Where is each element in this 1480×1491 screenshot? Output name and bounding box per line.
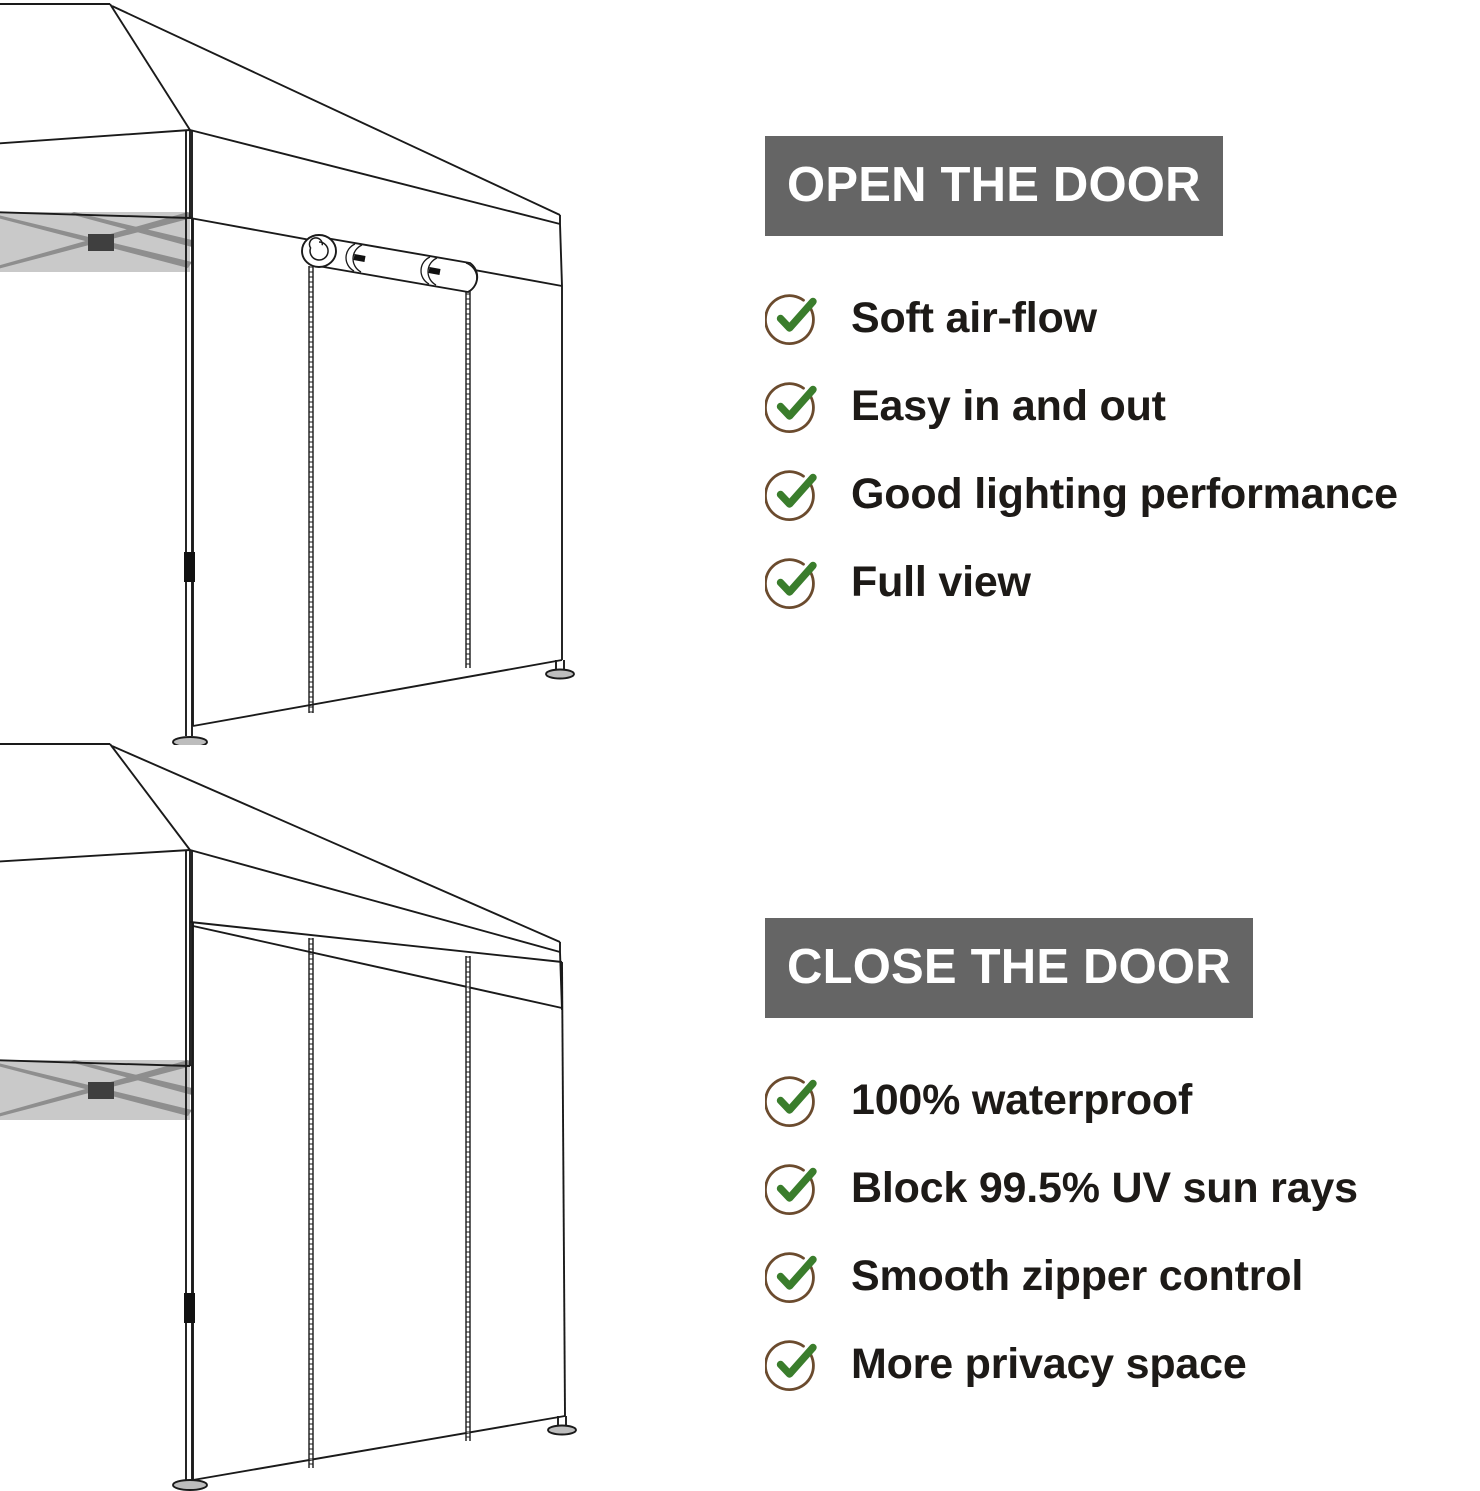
feature-label: Full view [851,557,1031,606]
feature-label: Soft air-flow [851,293,1097,342]
tent-foot-right [547,1416,577,1436]
feature-list-close: 100% waterproof Block 99.5% UV sun rays … [765,1056,1480,1408]
roll-strap-left [353,254,366,262]
check-circle-icon [765,1076,817,1127]
door-zipper-tracks [309,266,470,713]
feature-list-open: Soft air-flow Easy in and out Good light… [765,274,1480,626]
feature-label: Block 99.5% UV sun rays [851,1163,1358,1212]
feature-item: More privacy space [765,1320,1480,1408]
roof-hip-left [109,3,191,131]
feature-label: Smooth zipper control [851,1251,1304,1300]
feature-item: Full view [765,538,1480,626]
check-circle-icon [765,1252,817,1303]
roll-spiral [308,237,329,261]
feature-item: Easy in and out [765,362,1480,450]
section-open-the-door: OPEN THE DOOR Soft air-flow Easy in and … [765,136,1480,626]
tent-leg-front-left [172,130,208,745]
feature-item: 100% waterproof [765,1056,1480,1144]
tent-leg-front-left [172,850,208,1491]
roof-eave-front-top [189,849,561,953]
check-circle-icon [765,1164,817,1215]
feature-item: Smooth zipper control [765,1232,1480,1320]
check-circle-icon [765,1340,817,1391]
tent-frame-truss [0,1060,192,1120]
valance-back-bottom [0,211,191,219]
section-header-close: CLOSE THE DOOR [765,918,1253,1018]
tent-frame-truss [0,212,192,272]
leg-height-adjuster [184,552,195,582]
sidewall-bottom-edge [192,1415,566,1481]
tent-foot-right [545,660,575,680]
canopy-tent-open-door-illustration [0,0,620,745]
sidewall-bottom-edge [192,659,563,727]
roof-eave-left-back [0,849,191,863]
valance-right-edge [559,223,563,287]
feature-item: Soft air-flow [765,274,1480,362]
valance-back-bottom [0,1059,191,1067]
check-circle-icon [765,470,817,521]
feature-item: Good lighting performance [765,450,1480,538]
roll-right-cap [465,262,478,293]
roof-eave-left-back [0,129,191,145]
roll-strap-right [428,267,441,275]
tent-open-drawing [0,3,575,745]
door-zipper-outlines [308,938,471,1468]
sidewall-right-edge [561,961,566,1417]
check-circle-icon [765,558,817,609]
feature-item: Block 99.5% UV sun rays [765,1144,1480,1232]
roof-hip-long [111,745,561,943]
sidewall-top-seam [192,925,563,1009]
check-circle-icon [765,382,817,433]
section-header-open: OPEN THE DOOR [765,136,1223,236]
canopy-tent-closed-door-illustration [0,740,620,1491]
tent-closed-drawing [0,743,577,1491]
door-zipper-outlines [308,266,471,713]
valance-bottom-front [189,921,563,963]
leg-height-adjuster [184,1293,195,1323]
rolled-door-bundle [301,234,479,293]
feature-label: Easy in and out [851,381,1166,430]
check-circle-icon [765,294,817,345]
feature-label: 100% waterproof [851,1075,1193,1124]
roof-hip-left [109,743,191,851]
feature-label: Good lighting performance [851,469,1398,518]
door-zipper-tracks [309,938,470,1468]
feature-label: More privacy space [851,1339,1247,1388]
section-close-the-door: CLOSE THE DOOR 100% waterproof Block 99.… [765,918,1480,1408]
roof-eave-front-top [189,129,561,225]
roof-hip-long [111,5,561,216]
